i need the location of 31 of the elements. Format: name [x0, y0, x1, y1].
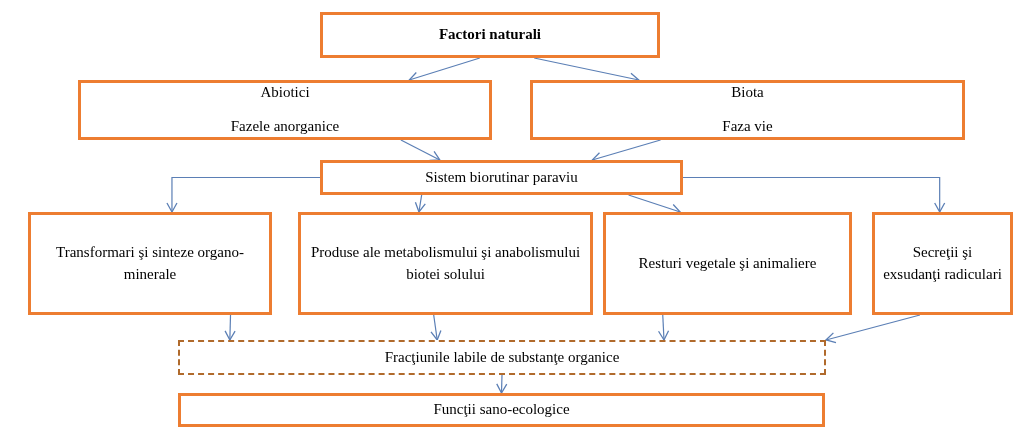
process-box	[28, 212, 272, 315]
box-heading: Biota	[731, 83, 764, 103]
box-text: Sistem biorutinar paraviu	[425, 167, 578, 187]
process-box	[872, 212, 1013, 315]
box-text: Fracţiunile labile de substanţe organice	[384, 347, 620, 367]
arrow	[414, 194, 426, 213]
box-text: Funcţii sano-ecologice	[433, 400, 570, 420]
arrow	[496, 374, 508, 394]
process-box	[178, 340, 826, 375]
arrow	[825, 314, 921, 344]
box-text: Fazele anorganice	[230, 117, 340, 136]
process-box	[320, 12, 660, 58]
box-heading: Abiotici	[260, 83, 310, 103]
box-text: Transformari şi sinteze organo-minerale	[55, 242, 245, 284]
box-text: Produse ale metabolismului şi anabolismului biotei solului	[309, 242, 582, 284]
box-text: Faza vie	[722, 117, 773, 136]
arrow	[224, 314, 236, 341]
process-box	[78, 80, 492, 140]
arrow	[657, 314, 670, 341]
arrow	[430, 314, 442, 341]
arrow	[166, 176, 321, 213]
process-box	[603, 212, 852, 315]
box-text: Secreţii şi exsudanţi radiculari	[883, 242, 1002, 284]
process-box	[298, 212, 593, 315]
box-text: Resturi vegetale şi animaliere	[638, 253, 817, 273]
box-text: Factori naturali	[438, 25, 542, 45]
arrow	[682, 176, 946, 213]
process-box	[320, 160, 683, 195]
process-box	[178, 393, 825, 427]
arrow	[400, 139, 441, 161]
process-box	[530, 80, 965, 140]
